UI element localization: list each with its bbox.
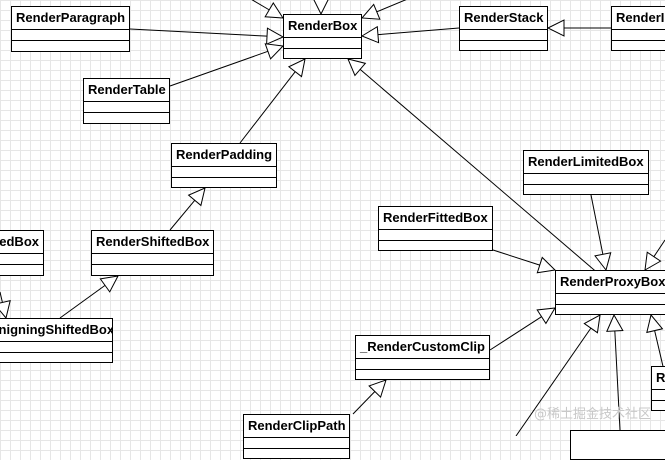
- edge-stack-to-render-box: [360, 25, 460, 44]
- edge-padding-to-render-box: [239, 58, 306, 144]
- edge-paragraph-to-render-box: [129, 27, 285, 45]
- class-render-stack[interactable]: RenderStack: [459, 6, 548, 51]
- class-title: RenderI: [612, 7, 665, 30]
- class-render-box[interactable]: RenderBox: [283, 14, 362, 59]
- class-render-padding[interactable]: RenderPadding: [171, 143, 277, 188]
- edge-clippath-to-customclip: [352, 379, 387, 415]
- edge-bottom-to-proxy: [606, 313, 624, 431]
- class-render-clip-path[interactable]: RenderClipPath: [243, 414, 350, 459]
- class-title: edBox: [0, 231, 43, 254]
- class-render-table[interactable]: RenderTable: [83, 78, 170, 124]
- edge-top-to-render-box: [313, 0, 329, 16]
- class-title: RenderShiftedBox: [92, 231, 213, 254]
- class-aligning-shifted-box[interactable]: ignigningShiftedBox: [0, 318, 113, 363]
- class-title: RenderParagraph: [12, 7, 129, 30]
- class-title: RenderProxyBox: [556, 271, 665, 294]
- edge-shifted-to-padding: [169, 187, 206, 231]
- class-render-proxy-box[interactable]: RenderProxyBox: [555, 270, 665, 315]
- class-title: ignigningShiftedBox: [0, 319, 112, 342]
- class-render-custom-clip[interactable]: _RenderCustomClip: [355, 335, 490, 380]
- edge-indexed-stack-to-stack: [546, 19, 611, 37]
- class-render-shifted-box[interactable]: RenderShiftedBox: [91, 230, 214, 276]
- class-title: RenderFittedBox: [379, 207, 492, 230]
- edge-bottom-left-to-proxy: [515, 314, 601, 436]
- edge-proxy-to-render-box: [347, 58, 601, 276]
- edge-aligning-to-shifted: [59, 275, 119, 319]
- edge-table-to-render-box: [169, 43, 285, 87]
- edge-top-left-to-render-box: [251, 0, 284, 19]
- class-render-fitted-box[interactable]: RenderFittedBox: [378, 206, 493, 251]
- class-title: RenderPadding: [172, 144, 276, 167]
- class-render-indexed-stack[interactable]: RenderI: [611, 6, 665, 51]
- class-partial-bottom[interactable]: [570, 430, 665, 460]
- edge-top-right-to-render-box: [360, 0, 407, 20]
- class-render-paragraph[interactable]: RenderParagraph: [11, 6, 130, 52]
- edge-customclip-to-proxy: [489, 307, 556, 351]
- watermark: @稀土掘金技术社区: [533, 407, 651, 422]
- class-title: RenderBox: [284, 15, 361, 38]
- class-render-limited-box[interactable]: RenderLimitedBox: [523, 150, 649, 195]
- class-title: RenderStack: [460, 7, 547, 30]
- inheritance-edges: [0, 0, 665, 436]
- class-title: _RenderCustomClip: [356, 336, 489, 359]
- class-shifted-box-partial[interactable]: edBox: [0, 230, 44, 276]
- class-title: RenderLimitedBox: [524, 151, 648, 174]
- edge-fitted-to-proxy: [492, 249, 557, 274]
- edge-right-to-proxy: [644, 239, 665, 271]
- edge-left-to-aligning: [0, 291, 11, 320]
- class-partial-r[interactable]: R: [651, 366, 665, 411]
- class-title: RenderTable: [84, 79, 169, 102]
- edge-limited-to-proxy: [590, 194, 612, 272]
- class-title: R: [652, 367, 665, 390]
- class-title: RenderClipPath: [244, 415, 349, 438]
